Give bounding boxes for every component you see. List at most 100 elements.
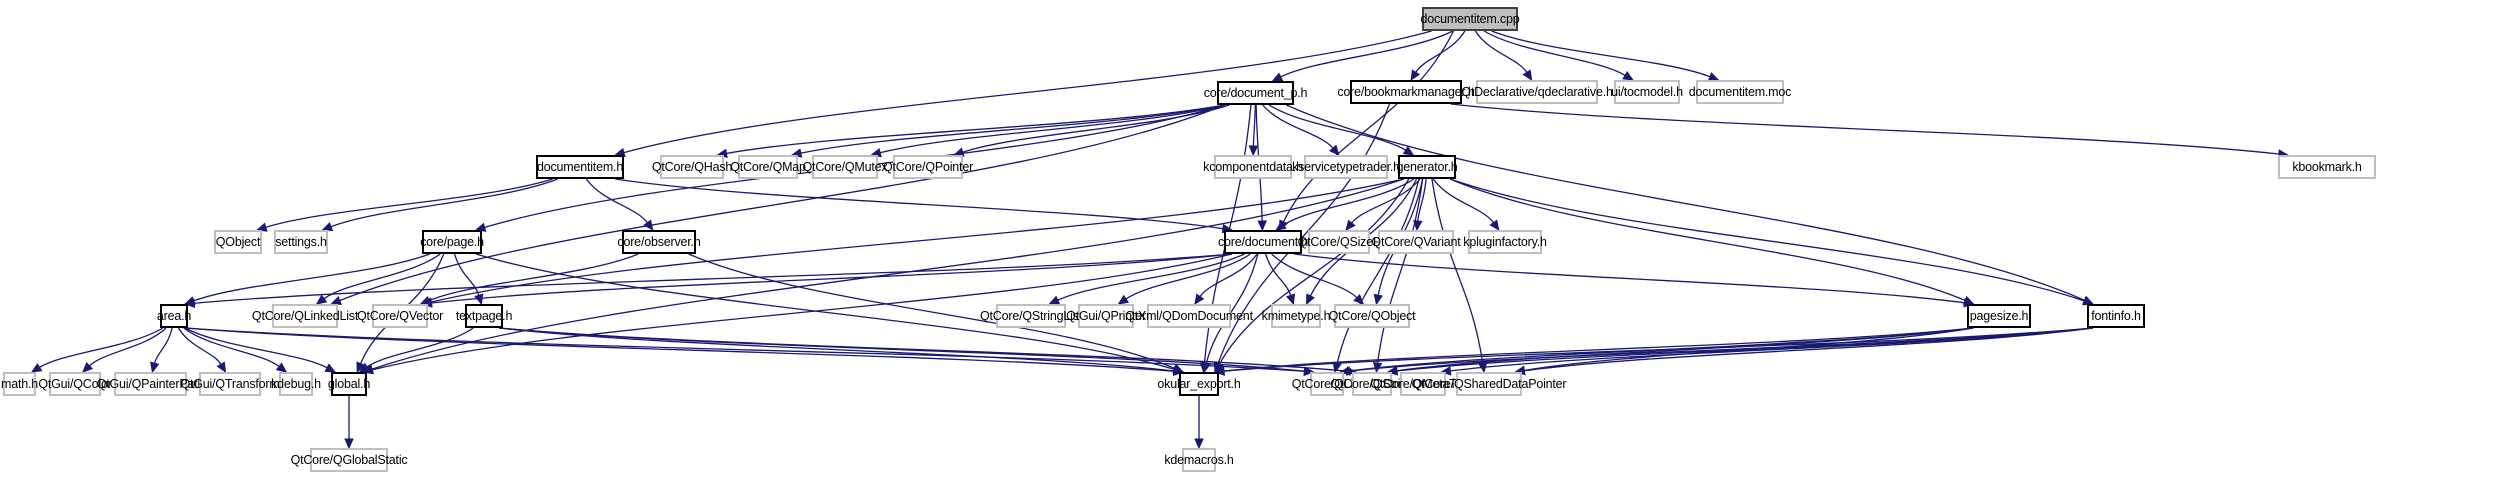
node-textpage-h[interactable]: textpage.h <box>456 304 512 328</box>
arrowhead-icon <box>1373 293 1383 306</box>
arrowhead-icon <box>1522 69 1533 82</box>
edge-documentitem_h-to-settings_h <box>330 178 558 228</box>
node-qsizef: QtCore/QSizeF <box>1298 230 1381 254</box>
node-qdomdocument: QtXml/QDomDocument <box>1125 304 1253 328</box>
node-core-observer-h[interactable]: core/observer.h <box>617 230 701 254</box>
edge-fontinfo_h-to-qmetatype <box>1450 327 2093 372</box>
edge-area_h-to-kdebug_h <box>183 327 280 368</box>
node-qdeclarative-h: QtDeclarative/qdeclarative.h <box>1461 80 1613 104</box>
node-kcomponentdata-h: kcomponentdata.h <box>1203 155 1303 179</box>
edge-core_document_h-to-area_h <box>194 253 1232 304</box>
node-documentitem-moc: documentitem.moc <box>1689 80 1791 104</box>
node-core-document-h[interactable]: core/document.h <box>1218 230 1308 254</box>
arrowhead-icon <box>1048 295 1061 305</box>
edge-core_document_h-to-okular_export_h <box>1205 253 1259 364</box>
node-settings-h: settings.h <box>274 230 328 254</box>
node-generator-h[interactable]: generator.h <box>1396 155 1458 179</box>
node-qvariant: QtCore/QVariant <box>1371 230 1461 254</box>
node-okular-export-h[interactable]: okular_export.h <box>1157 372 1241 396</box>
edge-documentitem_cpp-to-tocmodel_h <box>1483 30 1626 76</box>
arrowhead-icon <box>30 363 43 373</box>
arrowhead-icon <box>1275 220 1287 231</box>
edge-core_document_p_h-to-qpointer <box>962 104 1230 153</box>
edge-generator_h-to-qvector <box>431 178 1404 303</box>
edge-fontinfo_h-to-okular_export_h <box>1223 327 2093 372</box>
edge-textpage_h-to-global_h <box>366 327 474 368</box>
edge-fontinfo_h-to-qstring <box>1396 327 2093 372</box>
arrowhead-icon <box>1339 366 1351 376</box>
node-core-page-h[interactable]: core/page.h <box>420 230 484 254</box>
node-qcolor: QtGui/QColor <box>38 372 112 396</box>
arrowhead-icon <box>1328 144 1340 156</box>
arrowhead-icon <box>358 362 371 373</box>
edge-documentitem_cpp-to-qdeclarative_h <box>1474 30 1528 73</box>
edge-core_page_h-to-okular_export_h <box>475 253 1175 371</box>
edge-core_document_p_h-to-kservicetypetrader_h <box>1262 104 1334 149</box>
node-pagesize-h[interactable]: pagesize.h <box>1967 304 2031 328</box>
edge-documentitem_h-to-core_observer_h <box>585 178 648 224</box>
node-qstringlist: QtCore/QStringList <box>980 304 1082 328</box>
node-fontinfo-h[interactable]: fontinfo.h <box>2087 304 2145 328</box>
arrowhead-icon <box>82 361 94 373</box>
edge-textpage_h-to-qstring <box>499 327 1348 372</box>
edge-core_document_p_h-to-generator_h <box>1268 104 1406 151</box>
edge-core_document_h-to-qstringlist <box>1057 253 1245 301</box>
node-qmutex: QtCore/QMutex <box>803 155 888 179</box>
edge-area_h-to-okular_export_h <box>185 327 1175 372</box>
node-core-document-p-h[interactable]: core/document_p.h <box>1204 81 1308 105</box>
arrowhead-icon <box>1286 293 1296 306</box>
node-kdebug-h: kdebug.h <box>271 372 321 396</box>
arrowhead-icon <box>183 298 196 308</box>
node-kservicetypetrader-h: kservicetypetrader.h <box>1292 155 1400 179</box>
arrowhead-icon <box>1386 366 1398 376</box>
arrowhead-icon <box>1173 366 1185 376</box>
edge-documentitem_cpp-to-documentitem_h <box>623 30 1432 154</box>
edge-area_h-to-global_h <box>184 327 328 369</box>
edge-core_document_h-to-qdomdocument <box>1199 253 1258 297</box>
edge-core_observer_h-to-qvector <box>428 253 639 302</box>
node-qshareddatapointer: QtCore/QSharedDataPointer <box>1412 372 1567 396</box>
arrowhead-icon <box>344 438 354 450</box>
arrowhead-icon <box>1248 145 1259 157</box>
node-tocmodel-h: ui/tocmodel.h <box>1611 80 1683 104</box>
arrowhead-icon <box>1305 293 1315 306</box>
arrowhead-icon <box>1345 219 1356 231</box>
arrowhead-icon <box>1194 438 1204 450</box>
edge-core_document_p_h-to-kcomponentdata_h <box>1252 104 1256 147</box>
edge-generator_h-to-okular_export_h <box>1218 178 1410 365</box>
edge-core_document_h-to-pagesize_h <box>1294 253 1965 304</box>
edge-core_document_p_h-to-qhash <box>726 104 1225 155</box>
edge-documentitem_h-to-core_document_h <box>615 178 1223 230</box>
node-kbookmark-h: kbookmark.h <box>2278 155 2376 179</box>
edge-area_h-to-qcolor <box>88 327 167 367</box>
node-global-h[interactable]: global.h <box>328 372 370 396</box>
node-core-bookmarkmanager-h[interactable]: core/bookmarkmanager.h <box>1337 80 1475 104</box>
node-documentitem-h[interactable]: documentitem.h <box>536 155 624 179</box>
node-area-h[interactable]: area.h <box>157 304 191 328</box>
edge-generator_h-to-kpluginfactory_h <box>1432 178 1495 224</box>
arrowhead-icon <box>324 363 337 373</box>
edge-documentitem_cpp-to-core_document_p_h <box>1280 30 1454 78</box>
arrowhead-icon <box>1213 366 1225 376</box>
edge-core_document_h-to-global_h <box>371 253 1232 371</box>
node-math-h: math.h <box>1 372 38 396</box>
edge-pagesize_h-to-okular_export_h <box>1223 327 1974 372</box>
edge-textpage_h-to-okular_export_h <box>499 327 1175 372</box>
arrowhead-icon <box>1402 145 1415 156</box>
arrowhead-icon <box>1622 71 1634 81</box>
edge-core_document_h-to-qobject <box>1271 253 1358 299</box>
arrowhead-icon <box>1303 366 1315 376</box>
edge-documentitem_cpp-to-core_document_h <box>1282 30 1455 223</box>
arrowhead-icon <box>1440 366 1452 376</box>
arrowhead-icon <box>256 222 268 232</box>
node-qlinkedlist: QtCore/QLinkedList <box>252 304 358 328</box>
arrowhead-icon <box>356 361 366 374</box>
node-kpluginfactory-h: kpluginfactory.h <box>1463 230 1547 254</box>
arrowhead-icon <box>1353 293 1365 305</box>
edge-area_h-to-qtransform <box>177 327 222 365</box>
arrowhead-icon <box>1194 293 1205 306</box>
node-documentitem-cpp: documentitem.cpp <box>1421 7 1520 31</box>
arrowhead-icon <box>1410 69 1421 82</box>
arrowhead-icon <box>1117 294 1130 305</box>
